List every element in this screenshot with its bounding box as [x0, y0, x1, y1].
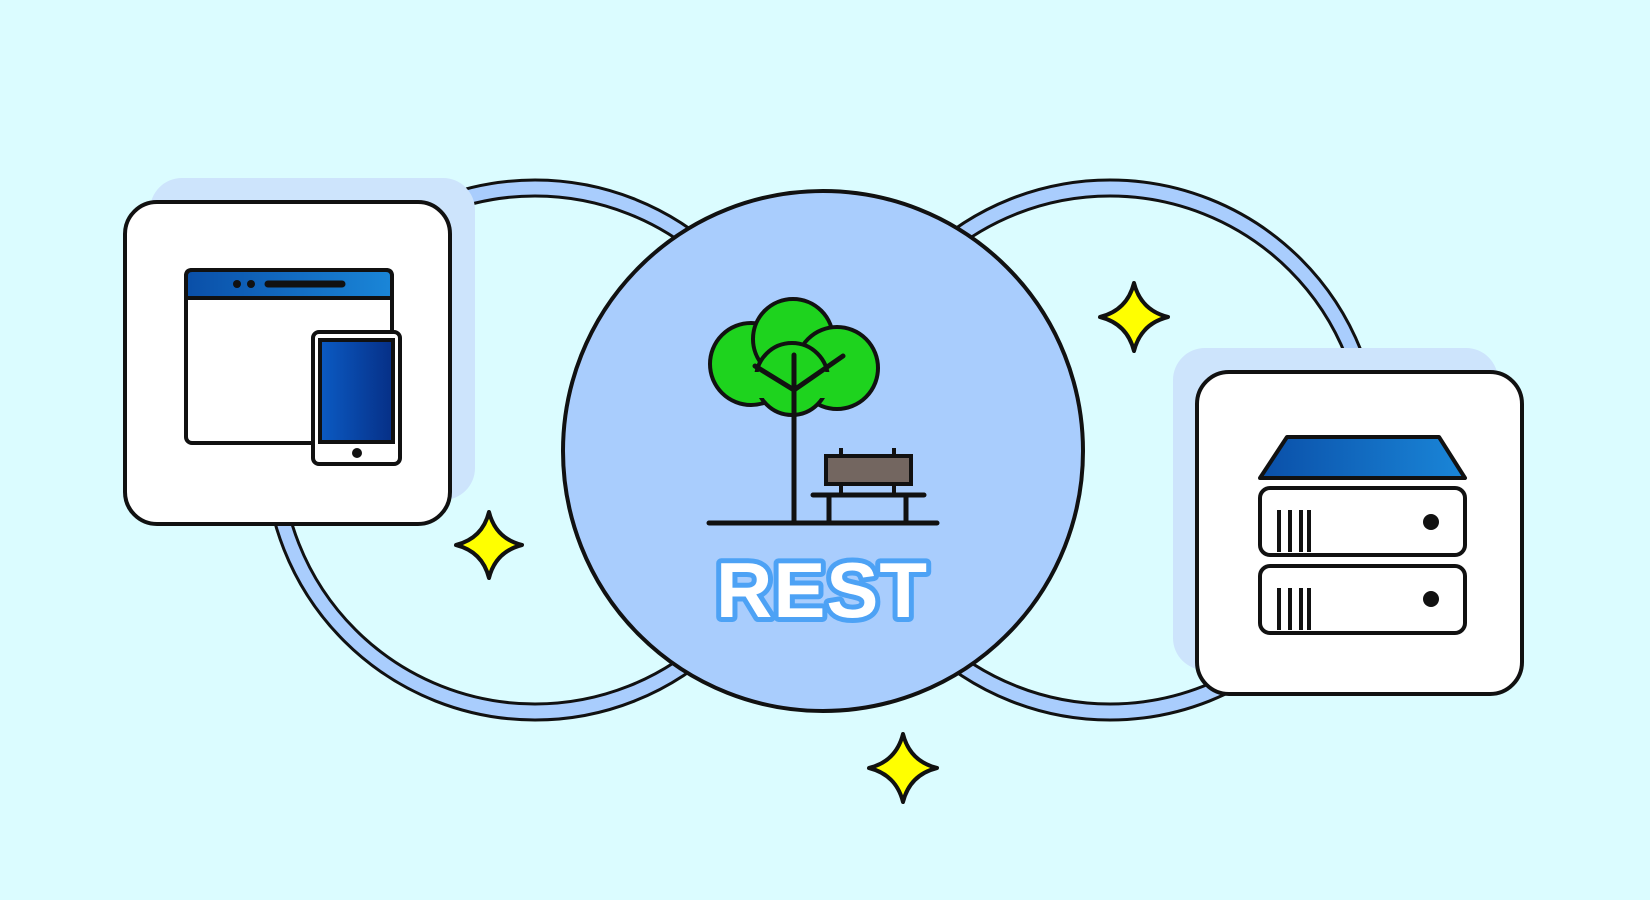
browser-and-mobile-icon	[184, 268, 402, 466]
sparkle-icon	[1098, 281, 1170, 353]
rest-hub-circle	[561, 189, 1085, 713]
server-card	[1173, 348, 1524, 696]
rest-label: REST	[716, 546, 928, 634]
server-stack-icon	[1258, 435, 1467, 635]
client-card	[123, 178, 475, 526]
sparkles	[454, 281, 1170, 804]
sparkle-icon	[867, 732, 939, 804]
tree-and-bench-icon	[706, 297, 940, 526]
bench-icon	[810, 448, 927, 521]
sparkle-icon	[454, 510, 524, 580]
